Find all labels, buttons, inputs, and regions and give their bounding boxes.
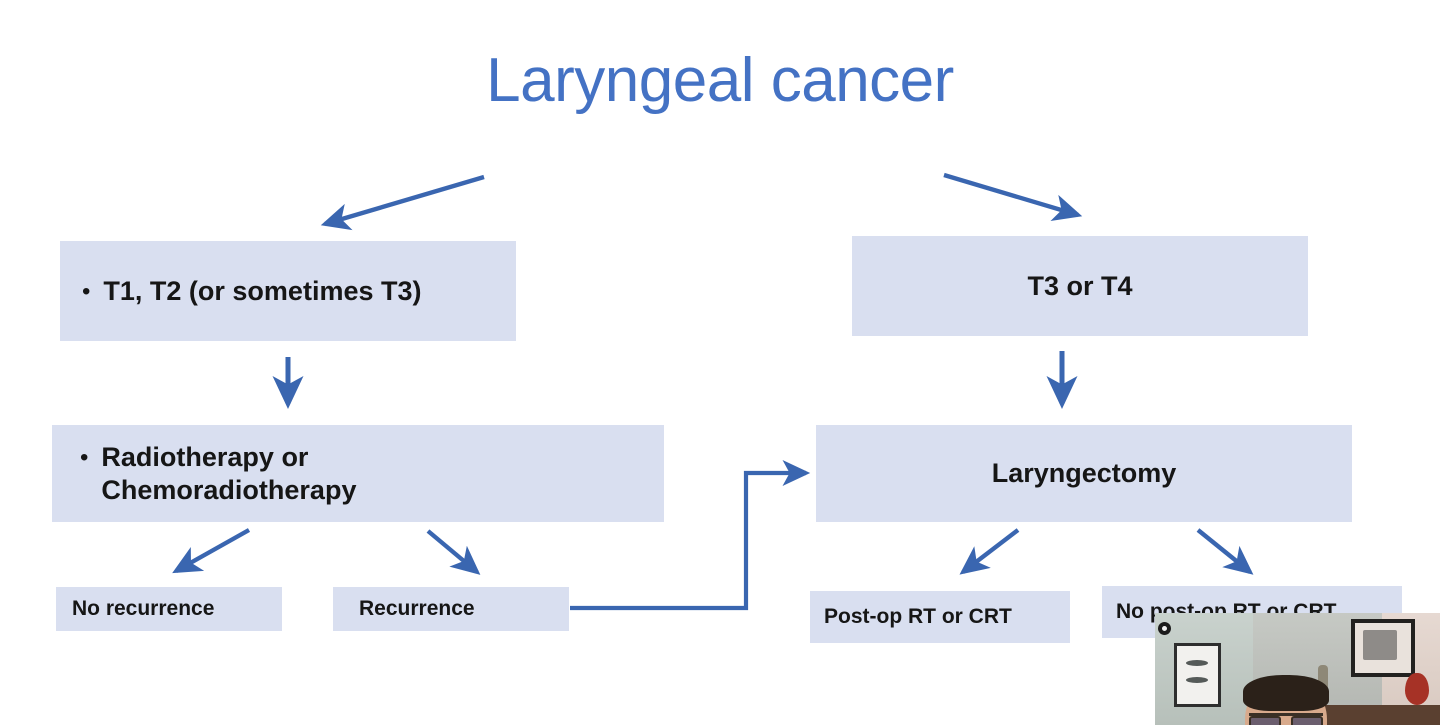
node-no-recurrence-label: No recurrence <box>72 597 215 621</box>
node-t3-t4-label: T3 or T4 <box>1027 270 1133 301</box>
webcam-indicator-icon <box>1158 622 1171 635</box>
webcam-red-vase <box>1405 673 1429 705</box>
connector-title-to-t1t2 <box>320 174 485 231</box>
node-no-recurrence[interactable]: No recurrence <box>56 587 282 631</box>
node-t1-t2[interactable]: • T1, T2 (or sometimes T3) <box>60 241 516 341</box>
connector-title-to-t3t4 <box>943 172 1083 222</box>
node-t1-t2-label: T1, T2 (or sometimes T3) <box>103 275 422 306</box>
presenter-webcam-video[interactable] <box>1155 613 1440 725</box>
node-radiotherapy-label: Radiotherapy or Chemoradiotherapy <box>101 441 357 505</box>
connector-laryngectomy-to-post-op <box>959 528 1020 575</box>
webcam-person-hair <box>1243 675 1329 711</box>
connector-radiotherapy-to-no-recurrence <box>172 528 251 574</box>
bullet-icon: • <box>82 277 91 305</box>
node-laryngectomy[interactable]: Laryngectomy <box>816 425 1352 522</box>
webcam-picture-frame-left <box>1174 643 1221 707</box>
node-recurrence[interactable]: Recurrence <box>333 587 569 631</box>
bullet-icon: • <box>80 443 89 471</box>
webcam-picture-art <box>1363 630 1397 660</box>
node-radiotherapy[interactable]: • Radiotherapy or Chemoradiotherapy <box>52 425 664 522</box>
webcam-counter <box>1305 705 1440 725</box>
node-recurrence-label: Recurrence <box>359 597 475 621</box>
page-title: Laryngeal cancer <box>486 46 954 115</box>
webcam-person-glasses <box>1249 713 1323 725</box>
node-t3-t4[interactable]: T3 or T4 <box>852 236 1308 336</box>
connector-radiotherapy-to-recurrence <box>426 529 481 575</box>
node-post-op-rt-or-crt[interactable]: Post-op RT or CRT <box>810 591 1070 643</box>
node-post-op-label: Post-op RT or CRT <box>824 605 1012 629</box>
connector-laryngectomy-to-no-post-op <box>1196 528 1254 575</box>
node-laryngectomy-label: Laryngectomy <box>991 458 1177 489</box>
webcam-picture-frame-right <box>1351 619 1415 677</box>
